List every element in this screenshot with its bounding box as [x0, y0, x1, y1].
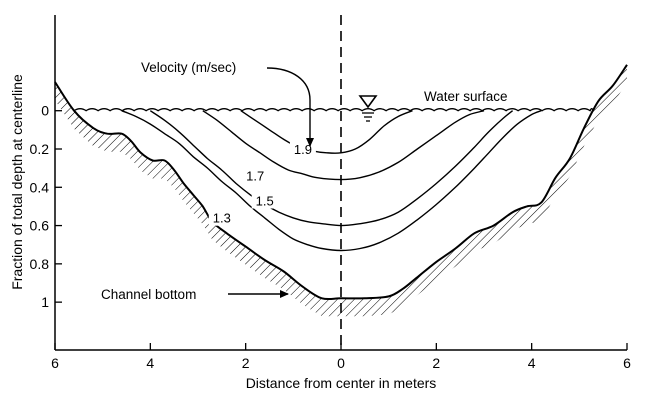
y-axis-label: Fraction of total depth at centerline — [9, 74, 25, 290]
water-level-triangle-icon — [358, 95, 378, 109]
water-surface-symbol — [358, 95, 378, 122]
contour-label-bg — [208, 210, 235, 226]
x-tick-label: 4 — [528, 355, 536, 371]
contour-label-bg — [251, 193, 278, 209]
x-axis-ticks: 6 4 2 0 2 4 6 — [51, 343, 631, 371]
velocity-contours — [121, 110, 542, 252]
x-tick-label: 0 — [337, 355, 345, 371]
y-axis-ticks: 0 0.2 0.4 0.6 0.8 1 — [30, 103, 62, 310]
contour-label-bg — [242, 168, 269, 184]
velocity-annotation: Velocity (m/sec) — [141, 60, 236, 75]
contour-1-3 — [121, 110, 542, 252]
y-tick-label: 0.6 — [30, 218, 50, 234]
contour-1-9 — [240, 110, 413, 154]
x-axis-label: Distance from center in meters — [246, 375, 437, 391]
y-tick-label: 0.2 — [30, 141, 50, 157]
water-surface-line — [73, 108, 594, 112]
velocity-arrow — [266, 67, 314, 147]
x-tick-label: 4 — [146, 355, 154, 371]
y-tick-label: 1 — [41, 294, 49, 310]
contour-label-1-9: 1.9 — [294, 142, 312, 157]
x-tick-label: 2 — [242, 355, 250, 371]
channel-bottom-annotation: Channel bottom — [101, 287, 196, 302]
water-surface-annotation: Water surface — [424, 89, 508, 104]
contour-label-1-5: 1.5 — [256, 194, 274, 209]
channel-bottom-line — [54, 64, 628, 301]
water-surface-waves — [73, 108, 594, 112]
contour-label-1-7: 1.7 — [246, 169, 264, 184]
x-tick-label: 6 — [623, 355, 631, 371]
contour-1-5 — [149, 110, 514, 227]
contour-label-1-3: 1.3 — [213, 211, 231, 226]
contour-labels: 1.3 1.5 1.7 1.9 — [208, 141, 316, 226]
x-tick-label: 6 — [51, 355, 59, 371]
contour-1-7 — [202, 110, 485, 181]
y-tick-label: 0.8 — [30, 256, 50, 272]
annotations: Velocity (m/sec) Water surface Channel b… — [101, 60, 508, 302]
y-tick-label: 0.4 — [30, 179, 50, 195]
x-tick-label: 2 — [432, 355, 440, 371]
y-tick-label: 0 — [41, 103, 49, 119]
